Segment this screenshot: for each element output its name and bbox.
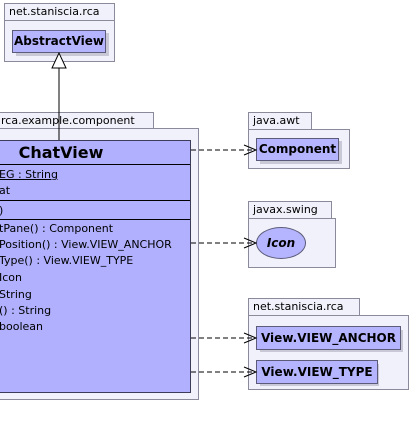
attribute-cat: at [0,184,11,197]
method-get-content-pane: tPane() : Component [0,222,114,235]
attribute-tag: EG : String [0,168,59,181]
class-view-anchor[interactable]: View.VIEW_ANCHOR [256,326,401,350]
method-get-icon: Icon [0,271,22,284]
method-is-closable: boolean [0,320,43,333]
class-abstract-view[interactable]: AbstractView [12,30,106,53]
class-chat-view[interactable]: ChatView EG : String at ) tPane() : Comp… [0,140,191,393]
class-separator [0,219,190,220]
constructor-chat-view: ) [0,203,3,218]
method-get-type: Type() : View.VIEW_TYPE [0,254,134,267]
method-get-position: Position() : View.VIEW_ANCHOR [0,238,172,251]
method-get-id: () : String [0,304,52,317]
class-view-type[interactable]: View.VIEW_TYPE [256,360,378,384]
package-tab-net-staniscia-rca-right: net.staniscia.rca [248,298,360,316]
class-separator [0,164,190,165]
package-tab-javax-swing: javax.swing [248,201,332,219]
class-chat-view-name: ChatView [18,143,104,162]
package-tab-net-staniscia-rca-top: net.staniscia.rca [4,3,115,21]
class-component[interactable]: Component [256,138,339,161]
class-separator [0,200,190,201]
package-tab-java-awt: java.awt [248,112,312,130]
interface-icon[interactable]: Icon [256,227,306,259]
method-get-title: String [0,288,32,301]
